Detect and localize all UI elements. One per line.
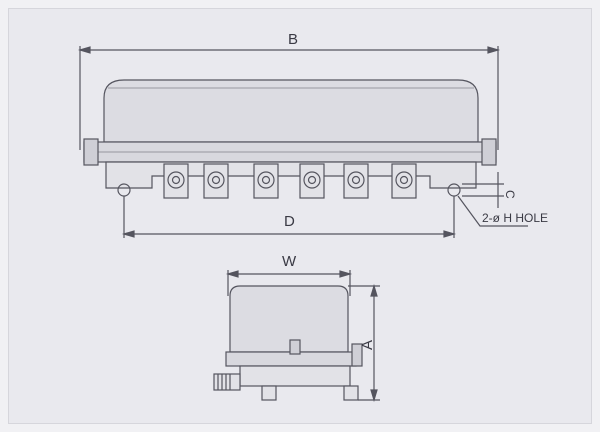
cable-glands — [163, 163, 417, 199]
label-b: B — [288, 31, 298, 48]
label-w: W — [282, 253, 297, 270]
label-c: C — [503, 190, 517, 199]
label-a: A — [359, 340, 376, 350]
side-cover — [229, 285, 349, 353]
side-view — [213, 270, 380, 403]
cable-fitting — [213, 373, 241, 391]
enclosure-cover — [103, 79, 479, 143]
label-d: D — [284, 213, 295, 230]
hole-note: 2-ø H HOLE — [482, 211, 548, 225]
hole-leader — [457, 195, 528, 227]
top-view — [77, 46, 528, 238]
